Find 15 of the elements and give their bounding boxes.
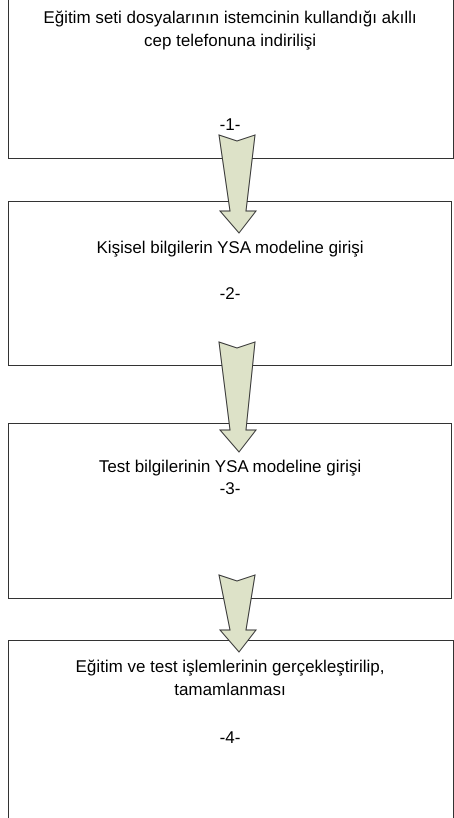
process-box [8,640,454,818]
block-arrow [218,134,258,234]
process-box [8,0,454,159]
step-number: -2- [218,283,242,305]
step-number: -1- [218,114,242,136]
step-number: -4- [218,727,242,749]
block-arrow [218,341,258,453]
step-description: Eğitim ve test işlemlerinin gerçekleştirilip, tamamlanması [74,656,386,701]
step-description: Test bilgilerinin YSA modeline girişi [98,456,362,478]
step-description: Kişisel bilgilerin YSA modeline girişi [95,237,365,259]
block-arrow [218,574,258,653]
step-number: -3- [218,478,242,500]
process-box [8,423,452,599]
step-description: Eğitim seti dosyalarının istemcinin kullandığı akıllı cep telefonuna indirilişi [42,7,418,52]
process-box [8,201,452,366]
